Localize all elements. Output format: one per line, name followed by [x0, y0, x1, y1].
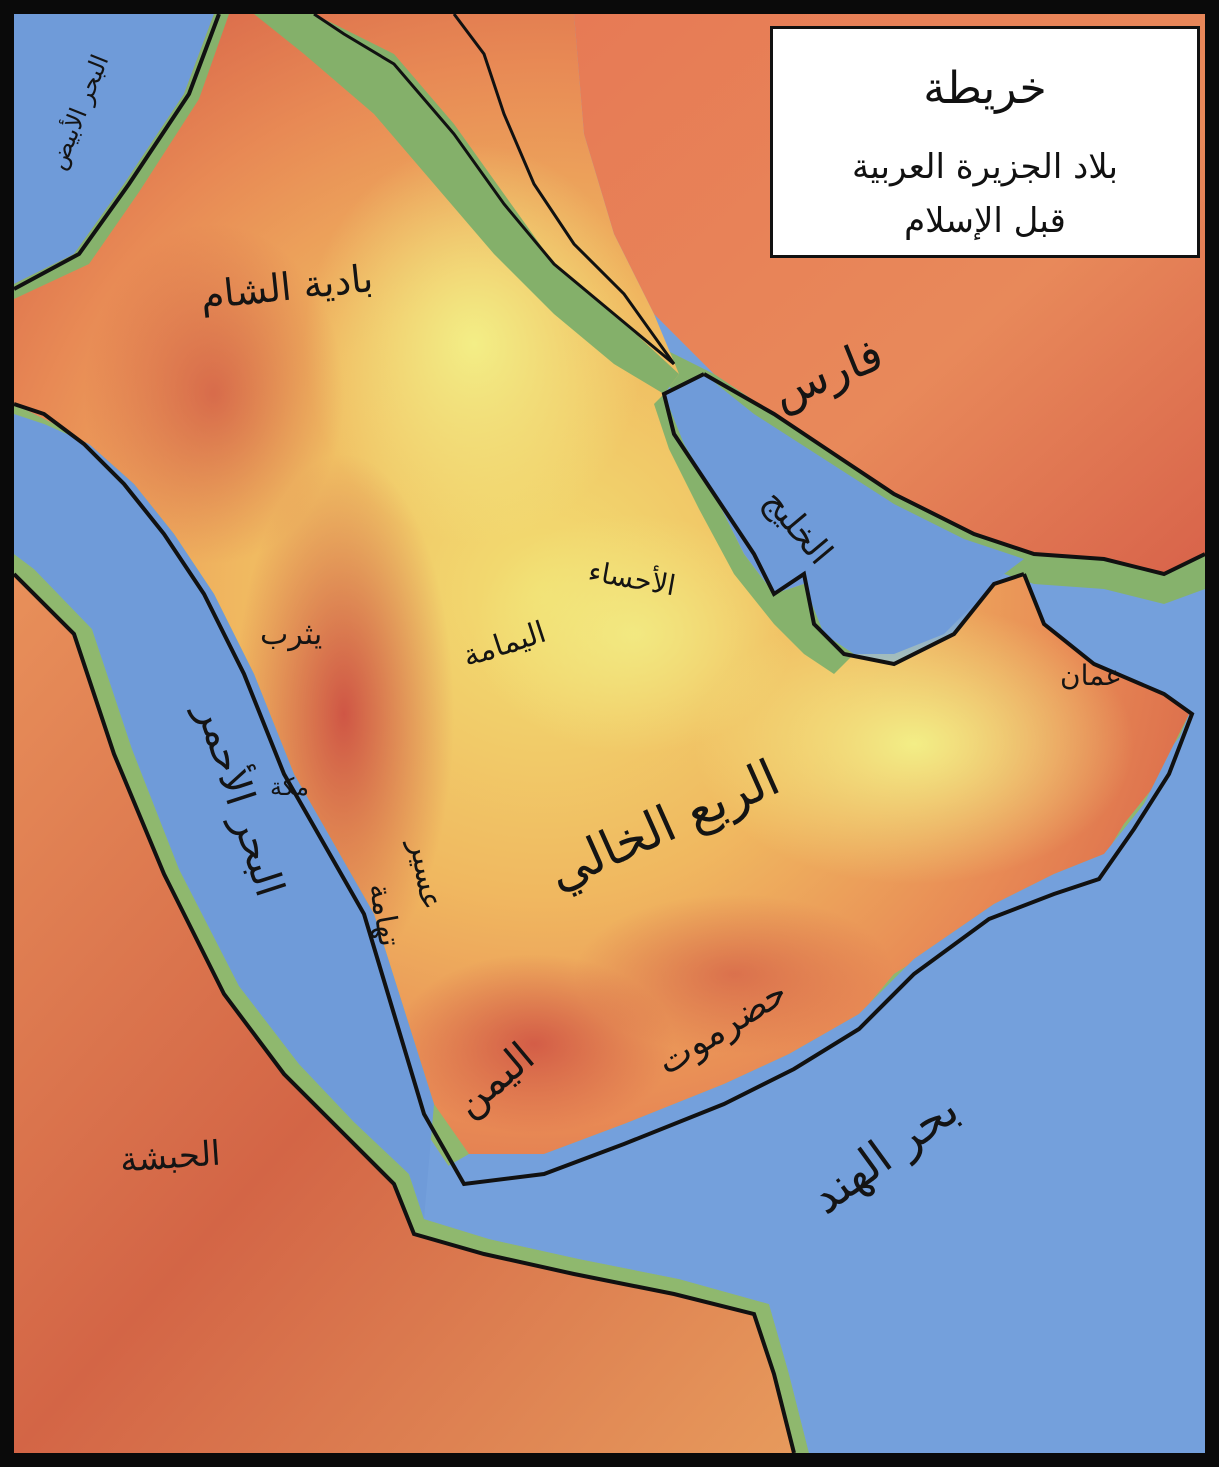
mediterranean-water — [14, 14, 214, 284]
mediterranean-coastline — [14, 14, 221, 291]
label-abyssinia: الحبشة — [118, 1133, 222, 1181]
label-oman: عمان — [1060, 659, 1122, 692]
euphrates-river — [313, 14, 675, 366]
tigris-river — [452, 14, 676, 365]
highland-levant — [84, 224, 344, 564]
gulf-green-shore — [654, 394, 854, 674]
highland-hadramawt — [574, 894, 894, 1054]
lowland-north — [304, 144, 644, 544]
persia-coast-green — [654, 344, 1205, 604]
gulf-coastline — [661, 372, 1025, 667]
indian-ocean-water — [424, 704, 1205, 1453]
label-yathrib: يثرب — [260, 617, 323, 652]
lowland-central — [474, 514, 794, 754]
mesopotamia-green — [254, 14, 679, 394]
arabia-coastline — [14, 402, 1195, 1187]
africa-coast-green — [14, 554, 809, 1453]
africa-land — [14, 574, 794, 1453]
gulf-water — [664, 374, 1024, 654]
africa-coastline — [14, 572, 796, 1453]
lowland-east — [694, 604, 1134, 884]
title-box: خريطة بلاد الجزيرة العربية قبل الإسلام — [770, 26, 1200, 258]
map-title: خريطة — [923, 63, 1047, 114]
map-subtitle-line2: قبل الإسلام — [904, 201, 1066, 241]
red-sea-water — [14, 414, 434, 1219]
persia-coastline — [703, 372, 1205, 577]
label-makkah: مكة — [270, 773, 309, 801]
map-subtitle-line1: بلاد الجزيرة العربية — [852, 147, 1118, 187]
